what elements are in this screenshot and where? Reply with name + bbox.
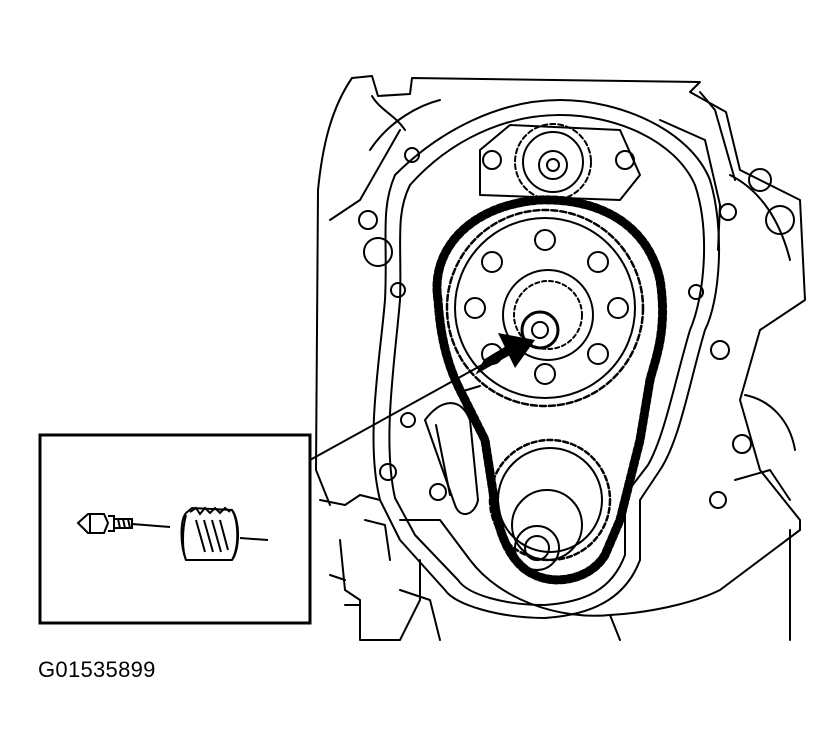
top-idler-sprocket <box>480 124 640 200</box>
timing-chain <box>437 200 663 580</box>
chain-tensioner <box>425 386 480 514</box>
bolt-part <box>78 514 170 533</box>
inset-detail <box>40 435 310 623</box>
engine-block <box>316 76 805 618</box>
arrow-indicator <box>478 333 535 372</box>
figure-code: G01535899 <box>38 657 156 682</box>
crankshaft-sprocket <box>490 440 610 570</box>
gear-part <box>182 508 269 560</box>
bolt-holes <box>359 148 794 508</box>
camshaft-sprocket <box>447 210 643 406</box>
leader-line <box>310 355 500 460</box>
oil-pan <box>330 520 800 640</box>
